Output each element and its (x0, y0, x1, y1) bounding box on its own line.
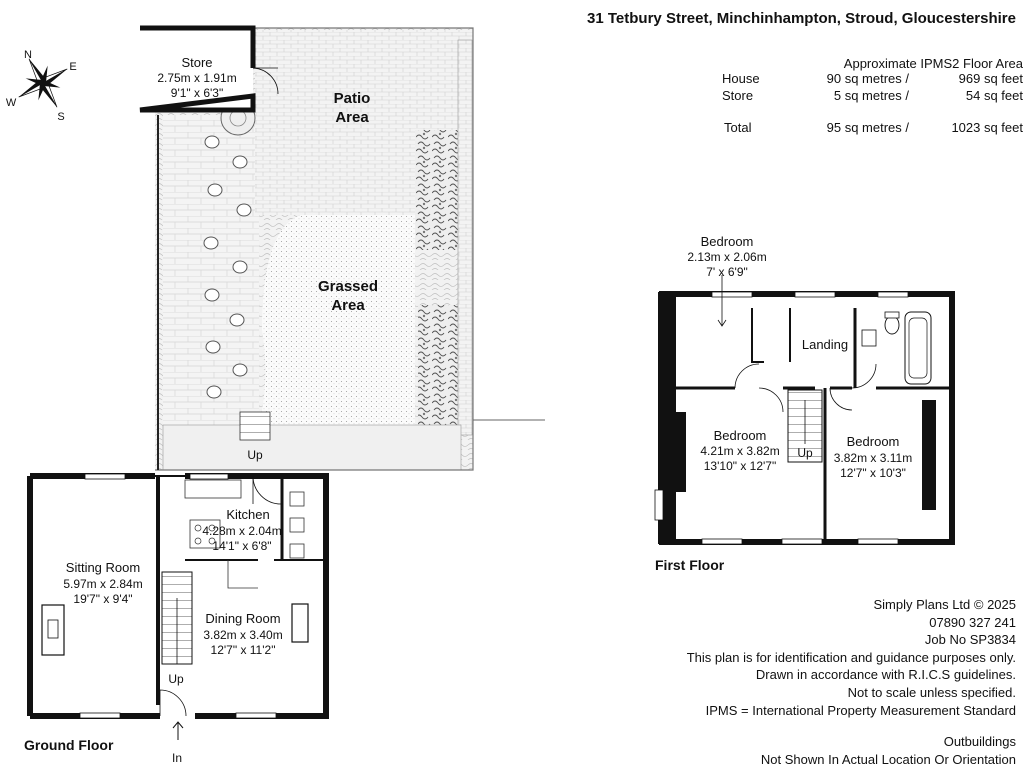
first-floor-label: First Floor (655, 557, 725, 573)
grassed-label-line2: Area (331, 297, 365, 314)
basin-icon (861, 329, 877, 347)
window (189, 473, 229, 480)
area-row-sqm: 90 sq metres / (826, 71, 909, 86)
bedroom-right-imperial: 12'7" x 10'3" (840, 466, 906, 480)
grassed-lawn (259, 215, 415, 425)
outbuildings-note: Outbuildings (943, 734, 1016, 750)
compass-w: W (6, 97, 17, 109)
company-name: Simply Plans Ltd © 2025 (873, 597, 1016, 612)
bedroom-small-imperial: 7' x 6'9" (706, 265, 748, 279)
landing-name: Landing (802, 337, 848, 352)
window (857, 538, 899, 545)
window (79, 712, 121, 719)
area-row: Store 5 sq metres / 54 sq feet (700, 88, 1024, 105)
compass-n: N (24, 49, 32, 61)
property-address: 31 Tetbury Street, Minchinhampton, Strou… (587, 10, 1016, 27)
kitchen-metric: 4.28m x 2.04m (202, 524, 281, 538)
compass-e: E (69, 61, 76, 73)
grassed-label-line1: Grassed (318, 278, 378, 295)
bedroom-right-metric: 3.82m x 3.11m (834, 451, 912, 465)
area-row-sqm: 5 sq metres / (833, 88, 909, 103)
store-imperial: 9'1" x 6'3" (171, 86, 223, 100)
store-door-swing (252, 67, 279, 95)
disclaimer-line: Not to scale unless specified. (847, 684, 1016, 700)
area-row: House 90 sq metres / 969 sq feet (700, 71, 1024, 88)
window (877, 291, 909, 298)
area-row-label: Store (722, 88, 754, 103)
area-total-sqm: 95 sq metres / (826, 120, 909, 135)
dining-room-imperial: 12'7" x 11'2" (211, 643, 276, 657)
garden-wall (457, 39, 473, 436)
area-total-sqft: 1023 sq feet (951, 120, 1023, 135)
toilet-icon (884, 315, 900, 335)
entrance-arrow-icon (172, 721, 184, 740)
fireplace-icon (291, 603, 309, 643)
garden-steps (239, 411, 271, 441)
patio-label-line1: Patio (334, 90, 371, 107)
pointer-arrow-icon (717, 275, 727, 327)
front-door-swing (159, 689, 187, 717)
area-row-sqft: 969 sq feet (958, 71, 1023, 86)
window (711, 291, 753, 298)
first-floor-plan: Bedroom 2.13m x 2.06m 7' x 6'9" Landing … (654, 234, 955, 545)
sitting-room-name: Sitting Room (66, 560, 140, 575)
store-name: Store (181, 55, 212, 70)
bedroom-left-imperial: 13'10" x 12'7" (704, 459, 777, 473)
plan-footer-info: Simply Plans Ltd © 2025 07890 327 241 Jo… (636, 596, 1016, 768)
hedge-top (415, 130, 460, 250)
bedroom-left-metric: 4.21m x 3.82m (700, 444, 779, 458)
entrance-in-label: In (172, 751, 182, 765)
disclaimer-line: Drawn in accordance with R.I.C.S guideli… (755, 667, 1016, 683)
sitting-room-imperial: 19'7" x 9'4" (73, 592, 132, 606)
compass-rose-icon: N E S W (6, 49, 77, 123)
hedge-bottom (418, 305, 460, 435)
ground-up-label: Up (168, 672, 184, 686)
sink-unit-icon (289, 491, 305, 507)
window (654, 489, 664, 521)
kitchen-worktop (184, 479, 242, 499)
window (84, 473, 126, 480)
floor-area-table: Approximate IPMS2 Floor Area House 90 sq… (700, 56, 1024, 137)
window (781, 538, 823, 545)
hob-icon (189, 519, 221, 549)
bath-icon (904, 311, 932, 385)
ipms-note: IPMS = International Property Measuremen… (705, 702, 1016, 718)
company-phone: 07890 327 241 (929, 614, 1016, 630)
store-metric: 2.75m x 1.91m (157, 71, 236, 85)
bedroom-left-name: Bedroom (714, 428, 767, 443)
job-number: Job No SP3834 (924, 632, 1016, 648)
sitting-room-metric: 5.97m x 2.84m (63, 577, 142, 591)
area-total-label: Total (724, 120, 752, 135)
garden-area (155, 27, 545, 471)
kitchen-imperial: 14'1" x 6'8" (212, 539, 271, 553)
bedroom-small-name: Bedroom (701, 234, 754, 249)
ground-floor-plan: Sitting Room 5.97m x 2.84m 19'7" x 9'4" … (27, 473, 329, 765)
garden-up-label: Up (247, 448, 263, 462)
bedroom-small-metric: 2.13m x 2.06m (687, 250, 766, 264)
bedroom-right-name: Bedroom (847, 434, 900, 449)
ground-floor-label: Ground Floor (24, 737, 114, 753)
first-up-label: Up (797, 446, 813, 460)
fireplace-icon (41, 604, 65, 656)
floor-area-heading: Approximate IPMS2 Floor Area (843, 56, 1023, 71)
area-row-label: House (722, 71, 760, 86)
area-total-row: Total 95 sq metres / 1023 sq feet (700, 120, 1024, 137)
area-row-sqft: 54 sq feet (965, 88, 1023, 103)
kitchen-name: Kitchen (226, 507, 269, 522)
compass-s: S (57, 111, 64, 123)
terrace-strip (162, 424, 462, 471)
window (701, 538, 743, 545)
patio-label-line2: Area (335, 109, 369, 126)
window (235, 712, 277, 719)
store-outbuilding: Store 2.75m x 1.91m 9'1" x 6'3" (139, 25, 279, 113)
window (794, 291, 836, 298)
dining-room-metric: 3.82m x 3.40m (203, 628, 282, 642)
dining-room-name: Dining Room (205, 611, 280, 626)
stepping-stones (203, 135, 252, 399)
disclaimer-line: This plan is for identification and guid… (686, 649, 1016, 665)
outbuildings-note-detail: Not Shown In Actual Location Or Orientat… (760, 751, 1016, 767)
